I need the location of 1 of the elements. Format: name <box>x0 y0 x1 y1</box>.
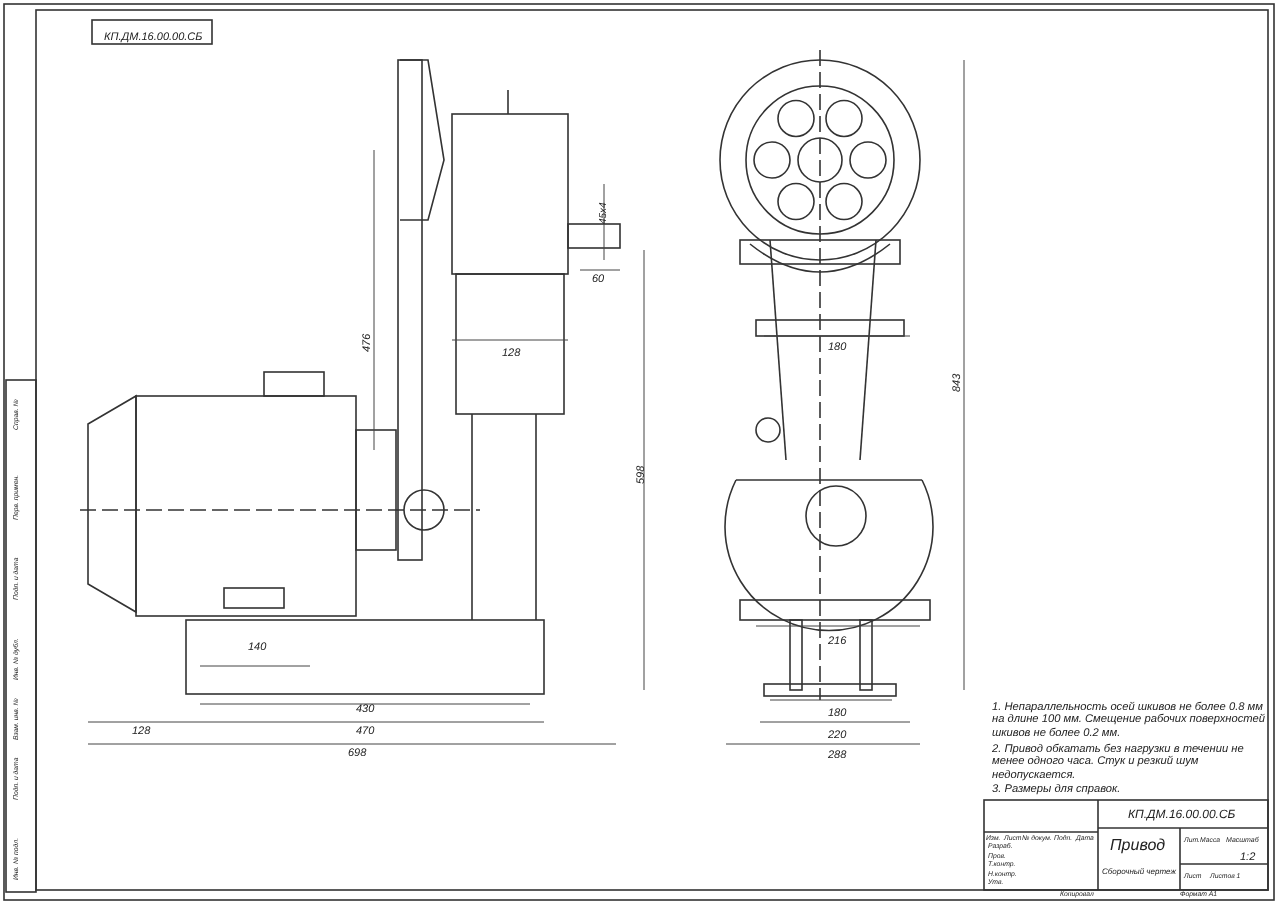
title-block-text: Привод <box>1110 838 1166 854</box>
